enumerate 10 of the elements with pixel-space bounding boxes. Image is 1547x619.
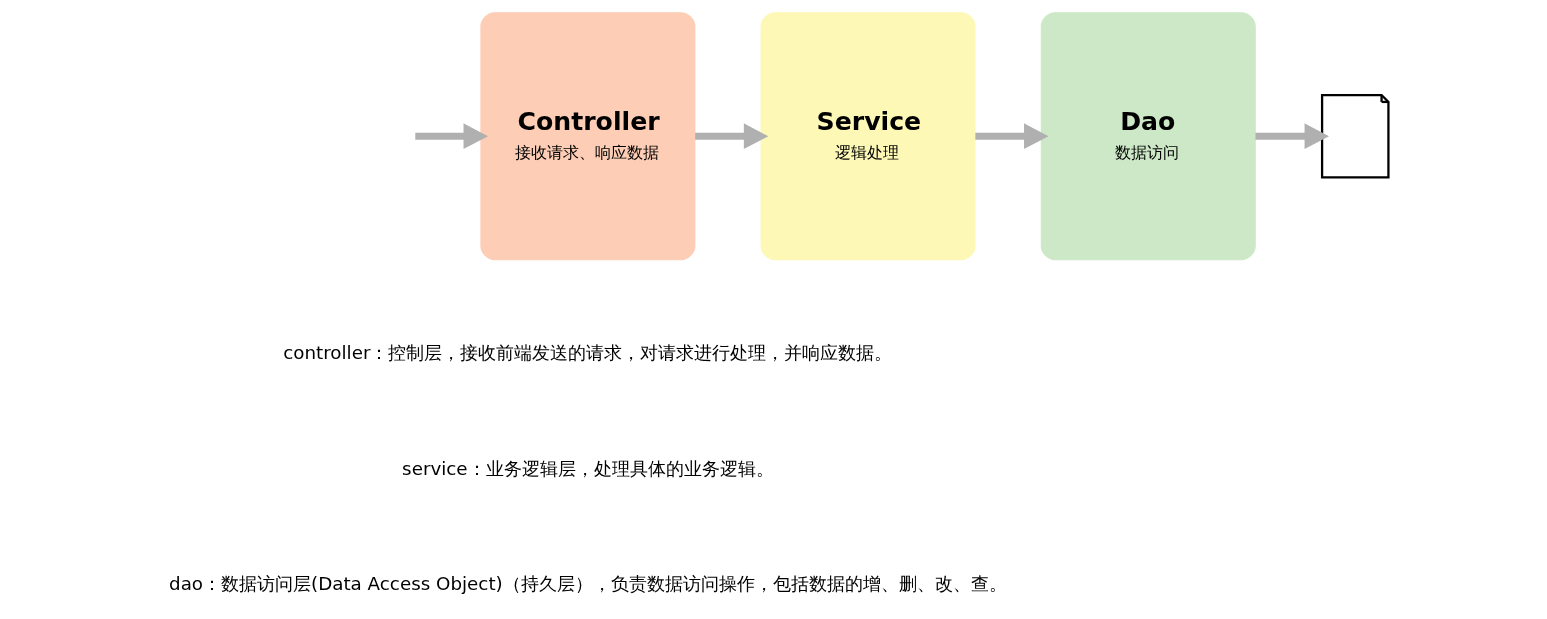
label: controller：控制层，接收前端发送的请求，对请求进行处理，并响应数据。 <box>282 342 892 364</box>
node-box: Service 逻辑处理 <box>760 12 976 261</box>
arrow <box>974 123 1049 150</box>
arrow <box>1254 123 1329 150</box>
arrow <box>414 123 488 150</box>
node-box: Controller 接收请求、响应数据 <box>479 12 695 261</box>
node-box: Dao 数据访问 <box>1040 12 1256 261</box>
label: dao：数据访问层(Data Access Object)（持久层），负责数据访问操作，包括数据的增、删、改、查。 <box>168 573 1007 595</box>
arrow <box>694 123 768 150</box>
label: service：业务逻辑层，处理具体的业务逻辑。 <box>401 457 774 479</box>
